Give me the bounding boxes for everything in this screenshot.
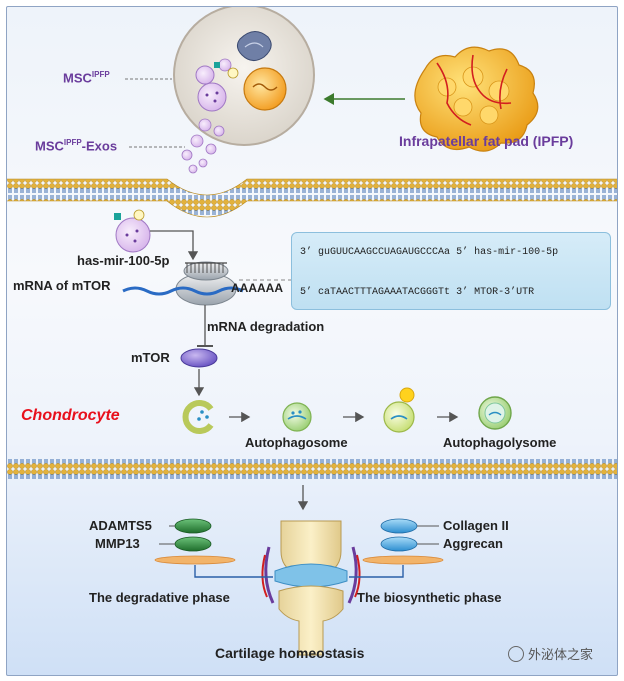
degradative-phase-label: The degradative phase: [89, 590, 230, 605]
chondrocyte-label: Chondrocyte: [21, 407, 120, 424]
cell-membrane-bottom: [7, 459, 617, 481]
golgi-organelle: [236, 31, 272, 61]
mtor-protein: [180, 348, 218, 368]
autophagolysome-label: Autophagolysome: [443, 435, 557, 450]
adamts5-label: ADAMTS5: [89, 518, 152, 533]
aggrecan-protein: [380, 536, 418, 552]
sequence-alignment-box: 3’ guGUUCAAGCCUAGAUGCCCAa 5’ has-mir-100…: [291, 232, 611, 310]
cartilage-homeostasis-label: Cartilage homeostasis: [215, 645, 365, 661]
autophagolysosome-vesicle: [478, 396, 512, 430]
mirna-arrow: [150, 230, 199, 261]
ribosome-mirna-complex: [175, 261, 237, 306]
autophagosome-vesicle: [282, 402, 312, 432]
msc-exos-label: MSCIPFP-Exos: [35, 138, 118, 154]
wechat-logo-icon: [508, 645, 524, 662]
phagophore: [182, 400, 214, 434]
ipfp-label: Infrapatellar fat pad (IPFP): [399, 133, 574, 149]
autophagosome-label: Autophagosome: [245, 435, 348, 450]
mrna-mtor-label: mRNA of mTOR: [13, 278, 111, 293]
diagram-canvas: MSCIPFP MSCIPFP-Exos Infrapatellar fat p…: [6, 6, 618, 676]
polya-label: AAAAAA: [231, 281, 283, 295]
mirna-label: has-mir-100-5p: [77, 253, 170, 268]
internalized-exosome: [114, 209, 151, 253]
msc-label: MSCIPFP: [63, 70, 110, 86]
collagen2-protein: [380, 518, 418, 534]
knee-joint-illustration: [261, 520, 361, 656]
lysosome-fusion: [383, 387, 415, 433]
watermark: 外泌体之家: [508, 644, 593, 663]
aggrecan-label: Aggrecan: [443, 536, 503, 551]
nucleus: [243, 67, 287, 111]
mtor-label: mTOR: [131, 350, 170, 365]
biosynthetic-phase-label: The biosynthetic phase: [357, 590, 502, 605]
adamts5-protein: [174, 518, 212, 534]
mrna-degradation-label: mRNA degradation: [207, 319, 325, 334]
mirna-sequence-row: 3’ guGUUCAAGCCUAGAUGCCCAa 5’ has-mir-100…: [300, 247, 559, 258]
mmp13-label: MMP13: [95, 536, 140, 551]
fat-pad-illustration: [414, 46, 539, 152]
msc-cell: [173, 7, 315, 146]
released-exosomes: [181, 118, 225, 174]
mtor-utr-sequence-row: 5’ caTAACTTTAGAAATACGGGTt 3’ MTOR-3’UTR: [300, 287, 535, 298]
collagen2-label: Collagen II: [443, 518, 509, 533]
cell-membrane-top: [7, 178, 617, 218]
mmp13-protein: [174, 536, 212, 552]
mrna-strand: [122, 286, 244, 296]
